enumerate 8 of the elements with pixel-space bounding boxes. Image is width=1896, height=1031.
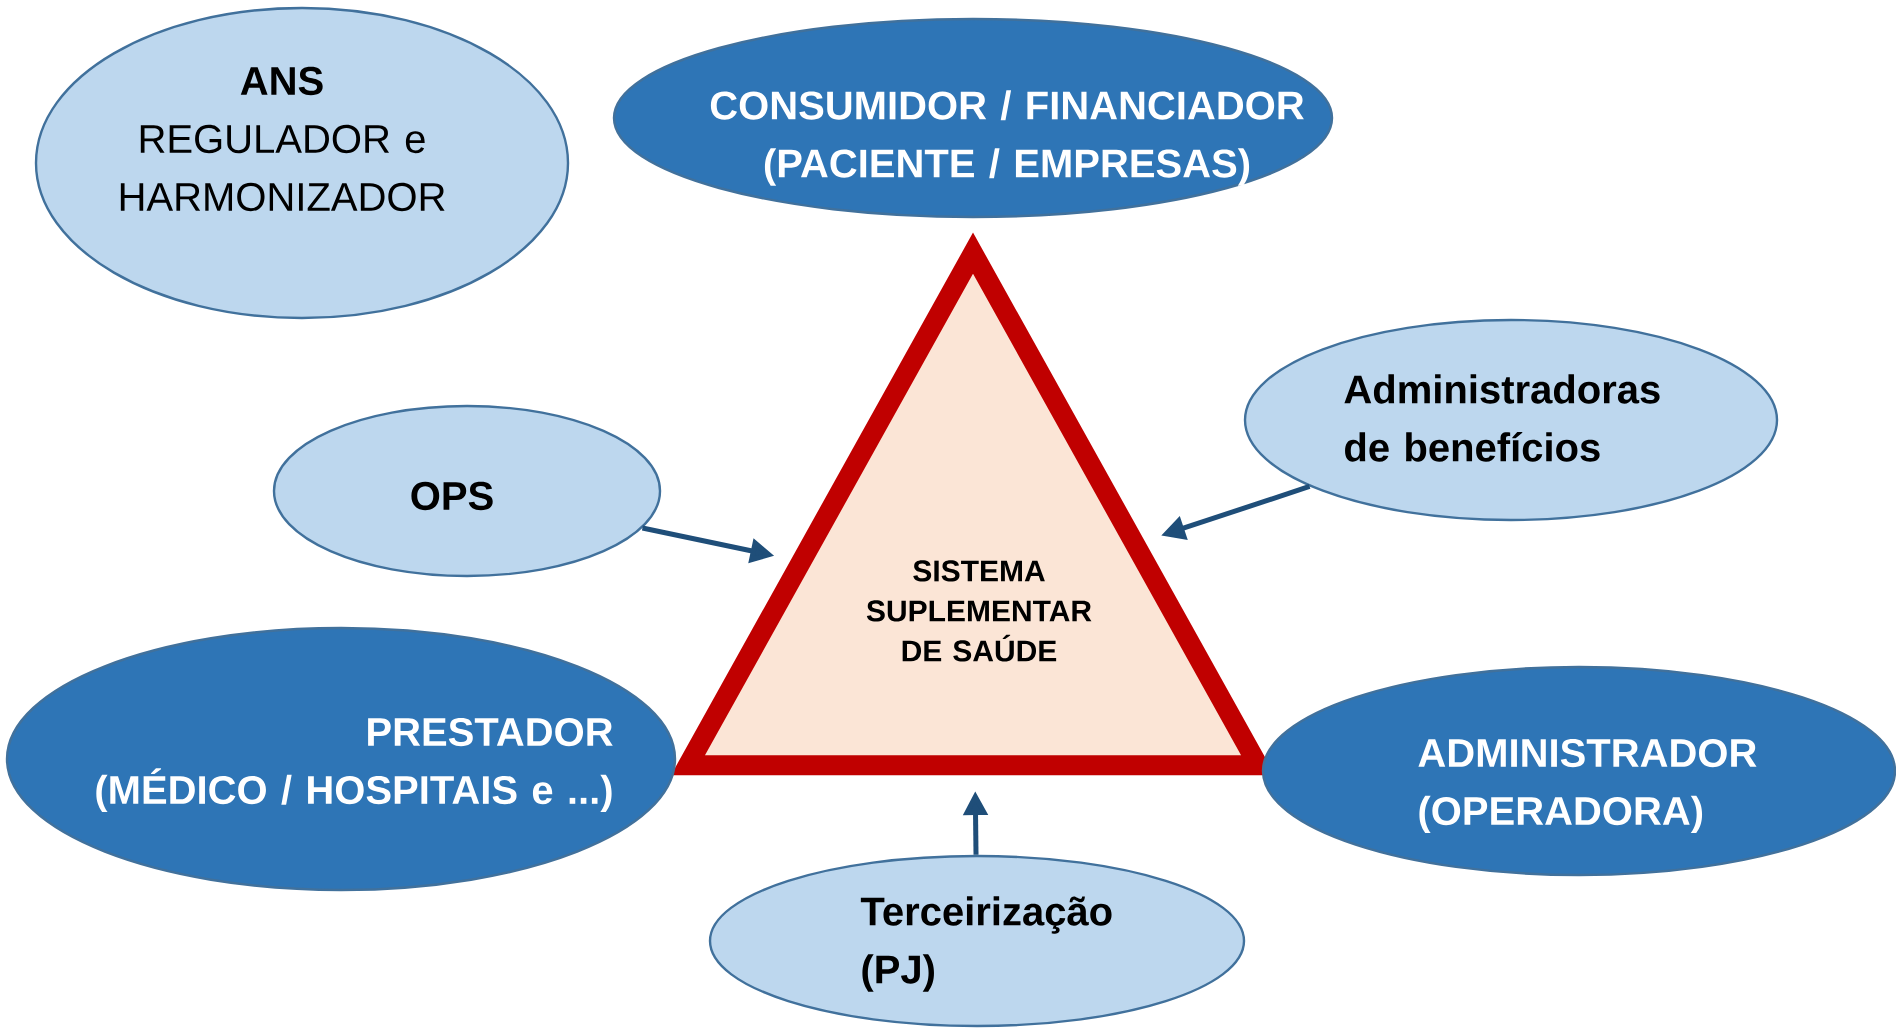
node-text: OPS: [411, 481, 493, 511]
node-text: ANS REGULADOR e HARMONIZADOR: [120, 66, 445, 212]
node-text: ADMINISTRADOR (OPERADORA): [1418, 738, 1757, 834]
node-text: Terceirização (PJ): [860, 896, 1112, 992]
node-text: CONSUMIDOR / FINANCIADOR (PACIENTE / EMPRESAS): [710, 90, 1304, 186]
node-text: PRESTADOR (MÉDICO / HOSPITAIS e ...): [96, 717, 613, 813]
node-text: Administradoras de benefícios: [1344, 374, 1660, 462]
node-text: SISTEMA SUPLEMENTAR DE SAÚDE: [866, 560, 1092, 662]
